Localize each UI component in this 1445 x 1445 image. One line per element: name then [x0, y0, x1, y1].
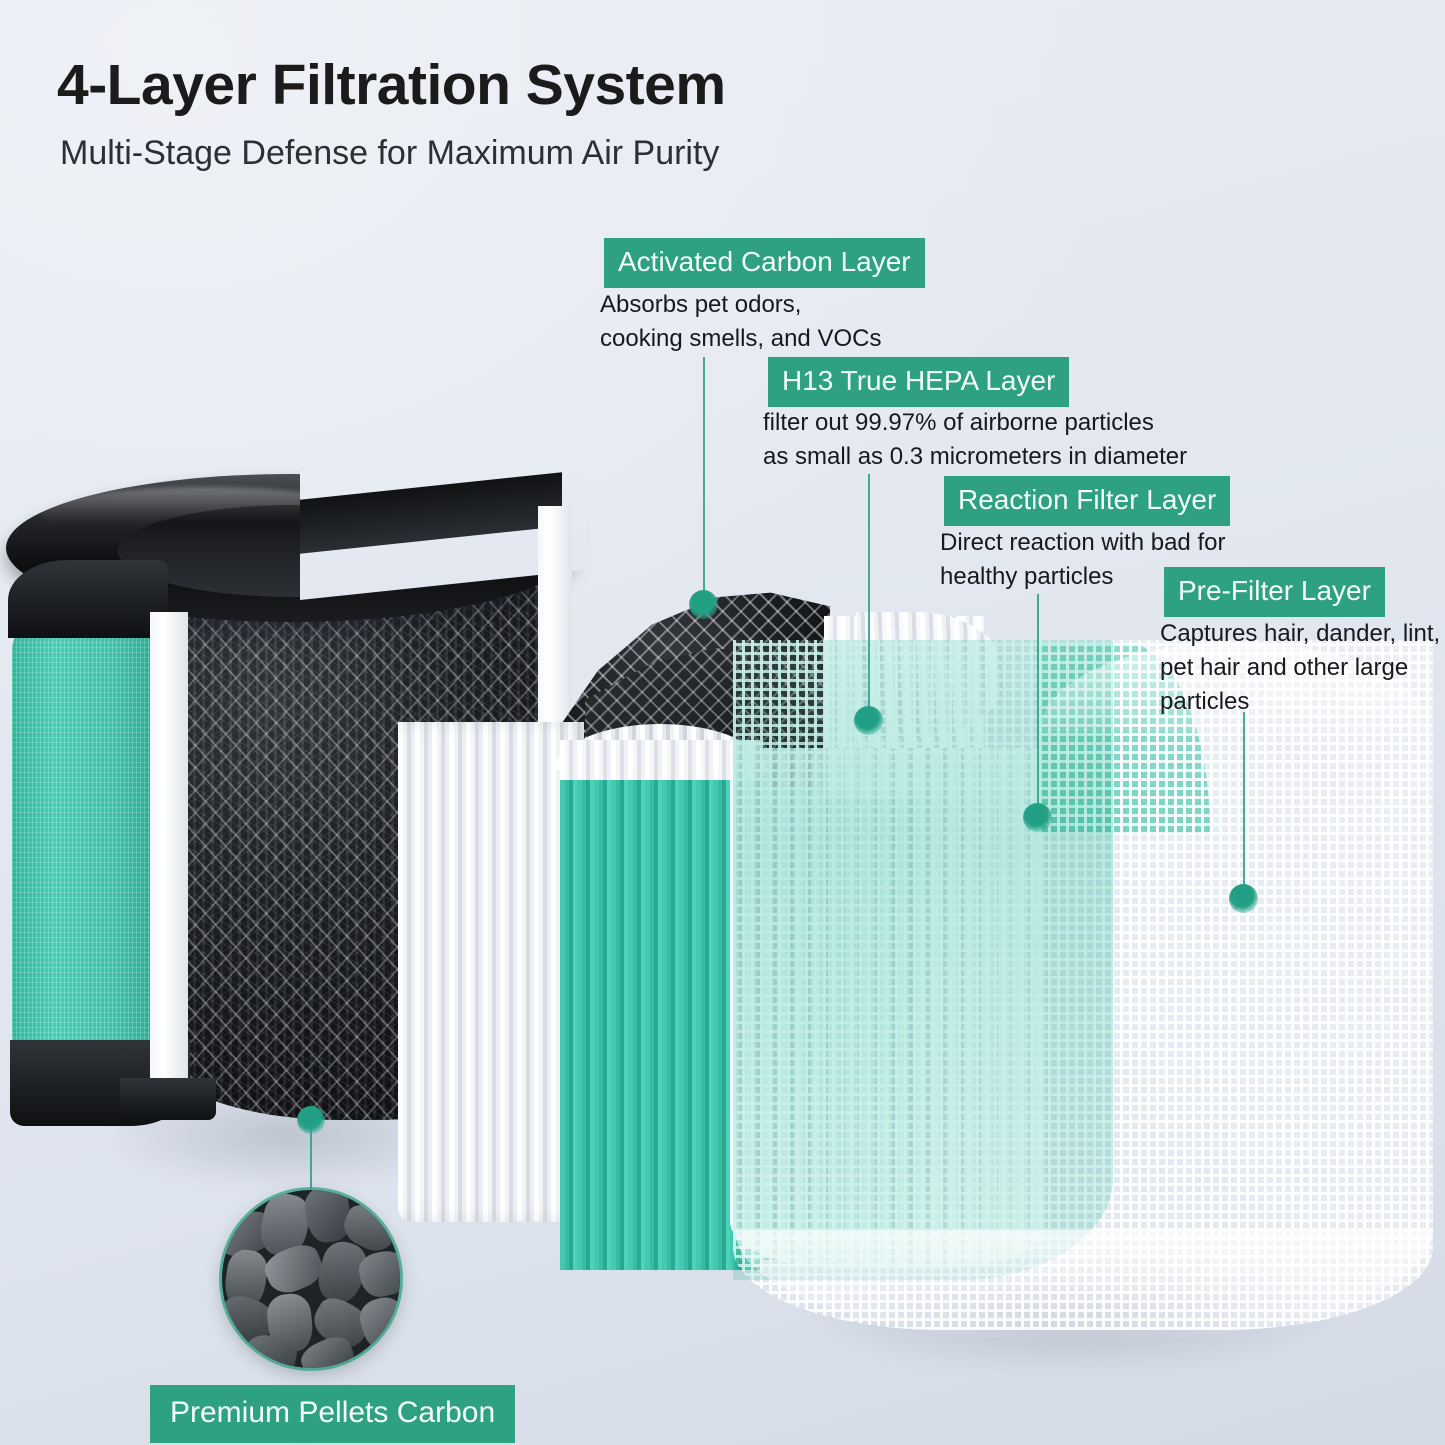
callout-badge-h13-hepa: H13 True HEPA Layer — [768, 357, 1070, 407]
cylinder-cap-top — [8, 560, 168, 638]
prefilter-teal-overlay — [733, 640, 1113, 1280]
leader-line-pre-filter — [1243, 712, 1245, 892]
callout-desc-reaction-filter: Direct reaction with bad for healthy par… — [940, 529, 1226, 591]
leader-line-reaction-filter — [1037, 594, 1039, 814]
leader-dot-pre-filter — [1229, 884, 1258, 913]
hepa-pleats-teal — [560, 780, 760, 1270]
hepa-pleats-white-left — [398, 722, 584, 1222]
inset-label-premium-pellets-carbon: Premium Pellets Carbon — [150, 1385, 516, 1443]
leader-dot-pellets-inset — [297, 1106, 325, 1134]
carbon-pellets-inset-image — [222, 1190, 400, 1368]
leader-dot-h13-hepa — [854, 706, 883, 735]
callout-desc-activated-carbon: Absorbs pet odors, cooking smells, and V… — [600, 291, 882, 353]
hepa-white-edge-strip-left — [150, 612, 188, 1084]
strip-cap-lower-left — [120, 1078, 216, 1120]
callout-badge-reaction-filter: Reaction Filter Layer — [944, 476, 1231, 526]
leader-line-h13-hepa — [868, 474, 870, 717]
callout-badge-activated-carbon: Activated Carbon Layer — [604, 238, 925, 288]
callout-desc-pre-filter: Captures hair, dander, lint, pet hair an… — [1160, 620, 1441, 716]
leader-dot-activated-carbon — [689, 590, 718, 619]
page-subtitle: Multi-Stage Defense for Maximum Air Puri… — [60, 134, 720, 172]
leader-line-pellets-inset — [310, 1128, 312, 1206]
leader-line-activated-carbon — [703, 357, 705, 600]
callout-badge-pre-filter: Pre-Filter Layer — [1164, 567, 1385, 617]
prefilter-teal-mesh-panel — [12, 608, 162, 1078]
page-title: 4-Layer Filtration System — [57, 53, 726, 117]
prefilter-grid-mesh — [733, 640, 1433, 1330]
leader-dot-reaction-filter — [1023, 803, 1052, 832]
callout-desc-h13-hepa: filter out 99.97% of airborne particles … — [763, 409, 1188, 471]
